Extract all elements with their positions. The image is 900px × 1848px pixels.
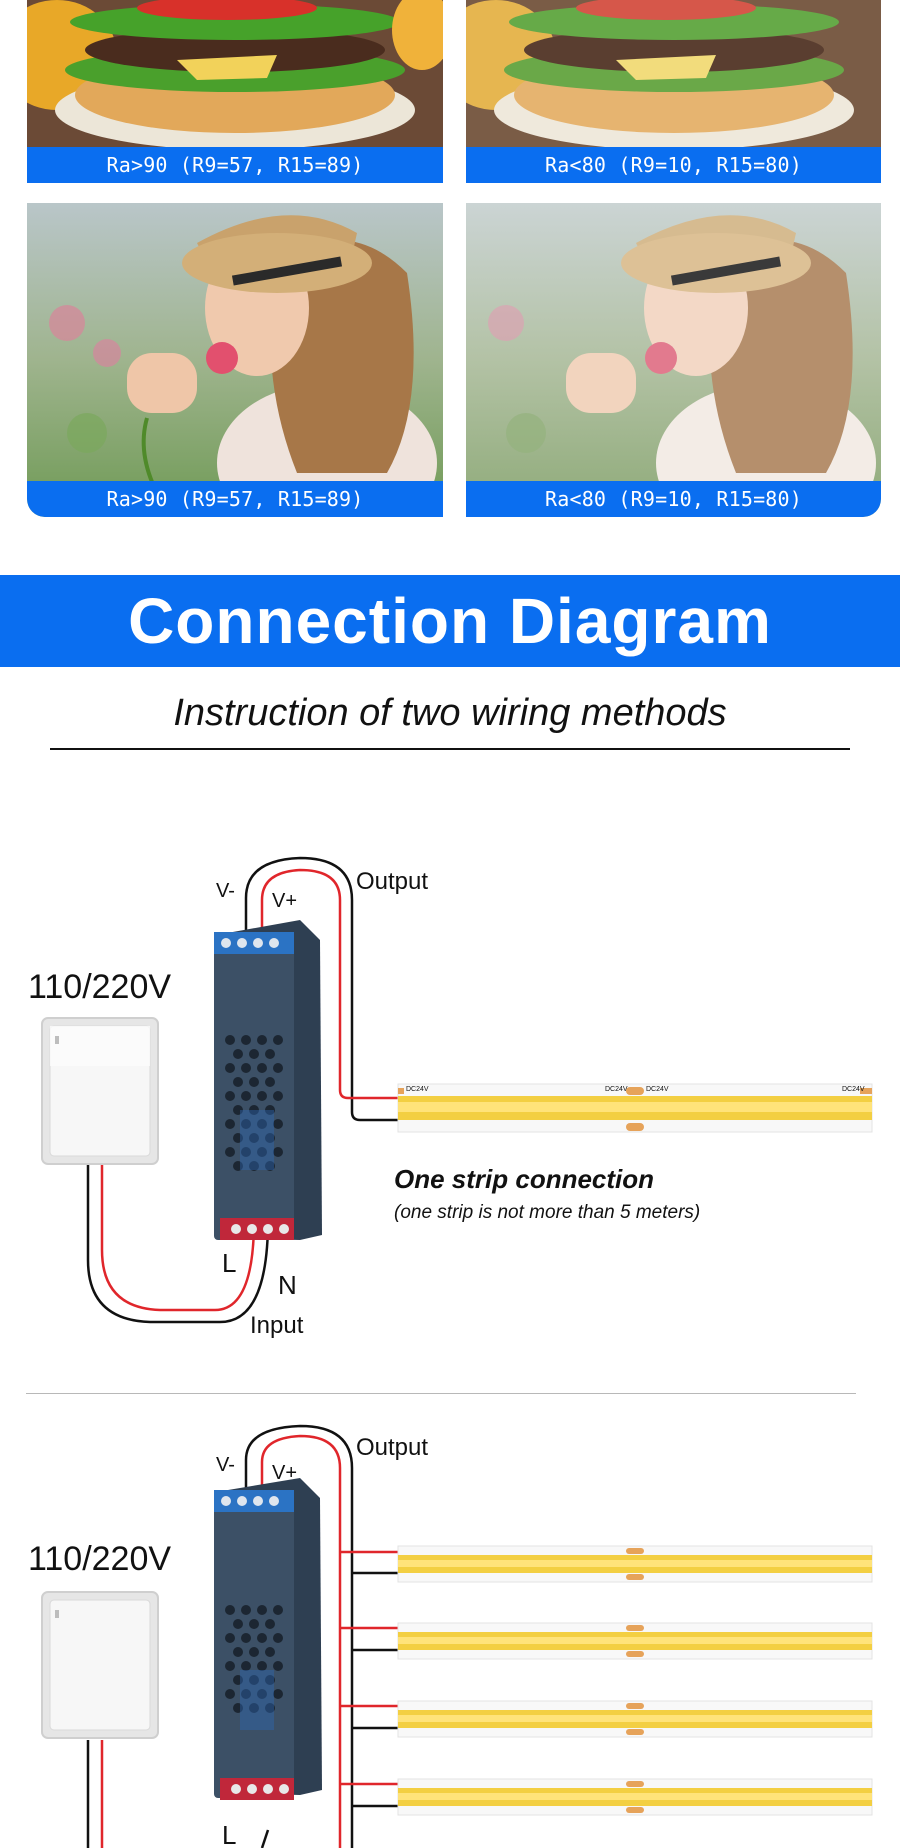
output-label: Output bbox=[356, 1434, 429, 1461]
photo-woman-low-cri: Ra<80 (R9=10, R15=80) bbox=[466, 203, 881, 517]
multi-strip-wiring-svg bbox=[41, 1424, 873, 1848]
line-terminal-label: L bbox=[222, 1820, 237, 1848]
wire-red-input bbox=[100, 1160, 256, 1312]
output-label: Output bbox=[356, 868, 429, 895]
terminal-v-plus-label: V+ bbox=[272, 890, 298, 912]
subtitle-underline bbox=[50, 748, 850, 750]
burger-image bbox=[27, 0, 443, 183]
cri-caption: Ra>90 (R9=57, R15=89) bbox=[27, 147, 443, 183]
multi-strip-diagram: V- V+ Output 110/220V L bbox=[0, 1410, 900, 1848]
photo-burger-high-cri: Ra>90 (R9=57, R15=89) bbox=[27, 0, 443, 183]
single-strip-wiring-svg bbox=[41, 856, 873, 1324]
wire-red-output bbox=[260, 868, 402, 1100]
cri-caption: Ra<80 (R9=10, R15=80) bbox=[466, 481, 881, 517]
woman-portrait-image bbox=[27, 203, 443, 517]
strip-voltage-marking: DC24V bbox=[842, 1086, 865, 1093]
cob-led-strip-icon bbox=[397, 1622, 873, 1660]
line-terminal-label: L bbox=[222, 1248, 237, 1278]
mains-voltage-label: 110/220V bbox=[28, 968, 172, 1006]
cob-led-strip-icon bbox=[397, 1778, 873, 1816]
single-strip-diagram: V- V+ Output 110/220V L N Input One stri… bbox=[0, 840, 900, 1350]
one-strip-connection-title: One strip connection bbox=[394, 1164, 655, 1194]
wire-black-input bbox=[86, 1160, 270, 1324]
power-supply-icon bbox=[214, 920, 322, 1240]
wiring-methods-subtitle: Instruction of two wiring methods bbox=[173, 692, 727, 734]
neutral-terminal-label: N bbox=[278, 1270, 297, 1300]
wall-switch-icon bbox=[41, 1017, 159, 1165]
burger-image bbox=[466, 0, 881, 183]
wire-black-output bbox=[244, 1424, 354, 1848]
section-divider bbox=[26, 1393, 856, 1394]
cri-caption: Ra>90 (R9=57, R15=89) bbox=[27, 481, 443, 517]
terminal-v-minus-label: V- bbox=[216, 880, 235, 902]
terminal-v-minus-label: V- bbox=[216, 1454, 235, 1476]
input-label: Input bbox=[250, 1312, 304, 1339]
cob-led-strip-icon bbox=[397, 1083, 873, 1133]
one-strip-connection-note: (one strip is not more than 5 meters) bbox=[394, 1202, 701, 1223]
photo-burger-low-cri: Ra<80 (R9=10, R15=80) bbox=[466, 0, 881, 183]
strip-voltage-marking: DC24V bbox=[646, 1086, 669, 1093]
wire-black-output bbox=[244, 856, 402, 1122]
photo-woman-high-cri: Ra>90 (R9=57, R15=89) bbox=[27, 203, 443, 517]
strip-voltage-marking: DC24V bbox=[605, 1086, 628, 1093]
cob-led-strip-icon bbox=[397, 1700, 873, 1738]
connection-diagram-banner: Connection Diagram bbox=[0, 575, 900, 667]
strip-voltage-marking: DC24V bbox=[406, 1086, 429, 1093]
wall-switch-icon bbox=[41, 1591, 159, 1739]
wire-red-output bbox=[260, 1434, 342, 1848]
power-supply-icon bbox=[214, 1478, 322, 1800]
woman-portrait-image bbox=[466, 203, 881, 517]
cob-led-strip-icon bbox=[397, 1545, 873, 1583]
cri-caption: Ra<80 (R9=10, R15=80) bbox=[466, 147, 881, 183]
mains-voltage-label: 110/220V bbox=[28, 1540, 172, 1578]
terminal-v-plus-label: V+ bbox=[272, 1462, 298, 1484]
